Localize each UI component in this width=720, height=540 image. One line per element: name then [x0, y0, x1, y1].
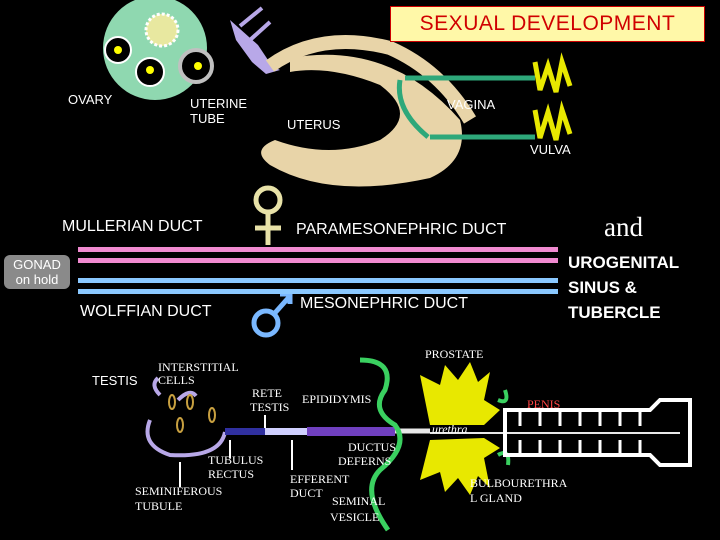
penis-shape: [503, 398, 692, 467]
seminiferous-tubule: [145, 376, 227, 458]
bulbourethral-label-1: BULBOURETHRA: [470, 476, 568, 490]
seminiferous-label-1: SEMINIFEROUS: [135, 484, 223, 498]
page-title: SEXUAL DEVELOPMENT: [419, 12, 676, 35]
ovary-label: OVARY: [68, 92, 113, 107]
rete-label-2: TESTIS: [250, 400, 290, 414]
prostate-label: PROSTATE: [425, 347, 484, 361]
uterine-tube-label: UTERINE TUBE: [190, 96, 248, 126]
mesonephric-duct-label: MESONEPHRIC DUCT: [300, 295, 469, 312]
efferent-duct: [265, 428, 307, 435]
title-box: SEXUAL DEVELOPMENT: [390, 6, 705, 42]
penis-label: PENIS: [527, 397, 561, 411]
bulbourethral-label-2: L GLAND: [470, 491, 522, 505]
urethra-label: urethra: [432, 422, 468, 436]
testis-label: TESTIS: [92, 373, 138, 388]
female-symbol: [253, 185, 283, 245]
epididymis-shape: [307, 427, 395, 436]
ovary-corpus: [144, 12, 180, 48]
mullerian-line-2: [78, 258, 558, 263]
tubulus-label-2: RECTUS: [208, 467, 255, 481]
urogenital-line-1: UROGENITAL: [568, 253, 680, 272]
urogenital-line-3: TUBERCLE: [568, 303, 661, 322]
male-symbol: [251, 291, 293, 338]
uterus-shape: [261, 54, 462, 187]
gonad-label: GONAD: [13, 257, 61, 272]
epididymis-label: EPIDIDYMIS: [302, 392, 372, 406]
mullerian-line: [78, 247, 558, 252]
ductus-label-2: DEFERNS: [338, 454, 392, 468]
vulva-label: VULVA: [530, 142, 571, 157]
gonad-status-label: on hold: [15, 272, 59, 287]
urogenital-line-2: SINUS &: [568, 278, 637, 297]
seminal-vesicle-shape: [359, 357, 403, 532]
vulva-shape: [532, 52, 573, 93]
vagina-label: VAGINA: [447, 97, 496, 112]
mullerian-duct-label: MULLERIAN DUCT: [62, 218, 203, 235]
tubulus-label-1: TUBULUS: [208, 453, 264, 467]
wolffian-line: [78, 278, 558, 283]
wolffian-duct-label: WOLFFIAN DUCT: [80, 303, 212, 320]
seminal-label-2: VESICLE: [330, 510, 380, 524]
wolffian-line-2: [78, 289, 558, 294]
prostate-shape: [420, 362, 500, 425]
paramesonephric-duct-label: PARAMESONEPHRIC DUCT: [296, 221, 507, 238]
seminal-label-1: SEMINAL: [332, 494, 386, 508]
gonad-box: GONAD on hold: [4, 255, 70, 289]
rete-label-1: RETE: [252, 386, 282, 400]
ductus-label-1: DUCTUS: [348, 440, 397, 454]
efferent-label-2: DUCT: [290, 486, 323, 500]
efferent-label-1: EFFERENT: [290, 472, 350, 486]
uterus-label: UTERUS: [287, 117, 341, 132]
interstitial-label-2: CELLS: [158, 373, 195, 387]
rete-testis: [225, 428, 265, 435]
interstitial-label-1: INTERSTITIAL: [158, 360, 239, 374]
vagina-shape: [405, 75, 535, 140]
and-label: and: [604, 212, 643, 242]
seminiferous-label-2: TUBULE: [135, 499, 183, 513]
urogenital-label: UROGENITAL SINUS & TUBERCLE: [568, 250, 679, 325]
